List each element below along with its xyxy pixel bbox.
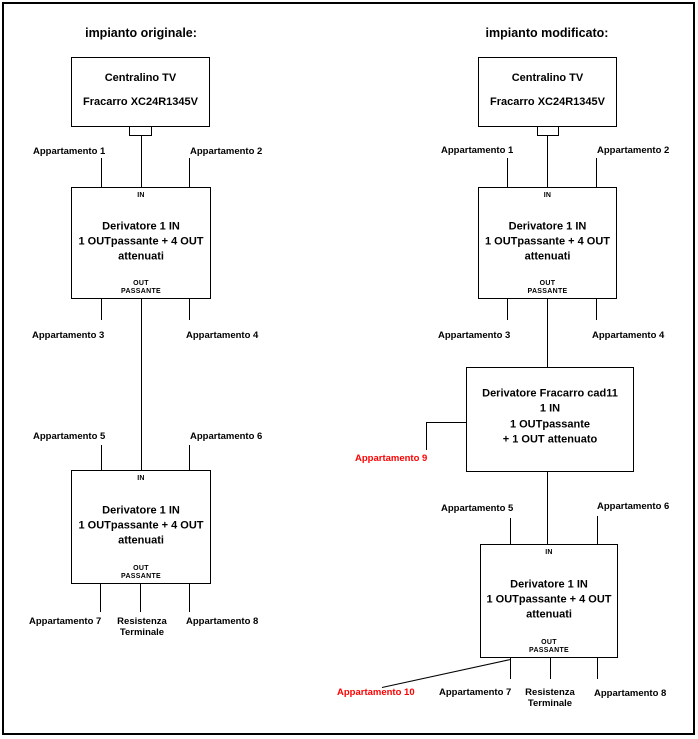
wire-resistenza xyxy=(550,658,552,679)
wire-app6 xyxy=(597,516,599,544)
centralino-model: Fracarro XC24R1345V xyxy=(490,96,605,108)
passante-port-label: PASSANTE xyxy=(121,287,161,295)
derivatore-line2: 1 OUTpassante + 4 OUT xyxy=(486,593,612,606)
derivatore-line1: Derivatore 1 IN xyxy=(102,504,180,517)
wire-app4 xyxy=(596,299,598,320)
centralino-name: Centralino TV xyxy=(104,72,177,84)
modified-apartment-6-label: Appartamento 6 xyxy=(597,501,670,512)
wire-app4 xyxy=(189,299,191,320)
modified-apartment-3-label: Appartamento 3 xyxy=(438,330,511,341)
modified-derivatore-2-box: IN Derivatore 1 IN 1 OUTpassante + 4 OUT… xyxy=(480,544,618,658)
original-terminal-resistor-label: Resistenza Terminale xyxy=(117,616,167,638)
wire-cad11-to-derivatore-2 xyxy=(547,471,549,544)
cad11-line1: Derivatore Fracarro cad11 xyxy=(482,387,618,400)
wire-app5 xyxy=(101,445,103,470)
added-apartment-10-label: Appartamento 10 xyxy=(337,687,415,698)
wire-app8 xyxy=(189,584,191,612)
derivatore-line2: 1 OUTpassante + 4 OUT xyxy=(484,235,610,248)
in-port-label: IN xyxy=(137,192,145,199)
cad11-line3: 1 OUTpassante xyxy=(509,418,591,431)
modified-terminal-resistor-label: Resistenza Terminale xyxy=(525,687,575,709)
centralino-model: Fracarro XC24R1345V xyxy=(83,96,198,108)
wire-app7 xyxy=(510,658,512,679)
modified-centralino-box: Centralino TV Fracarro XC24R1345V xyxy=(478,57,617,127)
derivatore-line2: 1 OUTpassante + 4 OUT xyxy=(78,235,204,248)
wire-centralino-to-derivatore xyxy=(547,136,549,187)
wire-app2 xyxy=(189,158,191,187)
passante-port-label: PASSANTE xyxy=(529,646,569,654)
original-derivatore-1-box: IN Derivatore 1 IN 1 OUTpassante + 4 OUT… xyxy=(71,187,211,299)
wire-app9-vertical xyxy=(426,422,428,450)
modified-apartment-5-label: Appartamento 5 xyxy=(441,503,514,514)
derivatore-line3: attenuati xyxy=(524,250,571,263)
wire-app2 xyxy=(596,158,598,187)
cad11-line4: + 1 OUT attenuato xyxy=(502,433,598,446)
modified-apartment-1-label: Appartamento 1 xyxy=(441,145,514,156)
derivatore-line3: attenuati xyxy=(526,608,572,621)
wire-app5 xyxy=(510,518,512,544)
modified-title: impianto modificato: xyxy=(485,26,609,40)
passante-port-label: PASSANTE xyxy=(121,572,161,580)
wire-app7 xyxy=(100,584,102,612)
original-centralino-box: Centralino TV Fracarro XC24R1345V xyxy=(71,57,210,127)
wire-app8 xyxy=(597,658,599,679)
modified-apartment-2-label: Appartamento 2 xyxy=(597,145,670,156)
wire-app1 xyxy=(101,158,103,187)
original-apartment-8-label: Appartamento 8 xyxy=(186,616,259,627)
wire-passante-to-cad11 xyxy=(547,299,549,367)
original-apartment-2-label: Appartamento 2 xyxy=(190,146,263,157)
in-port-label: IN xyxy=(545,549,553,556)
derivatore-line3: attenuati xyxy=(118,250,164,263)
in-port-label: IN xyxy=(543,192,552,199)
original-apartment-6-label: Appartamento 6 xyxy=(190,431,263,442)
original-apartment-5-label: Appartamento 5 xyxy=(33,431,106,442)
modified-apartment-7-label: Appartamento 7 xyxy=(439,687,512,698)
wire-resistenza xyxy=(140,584,142,612)
out-port-label: OUT xyxy=(539,280,556,287)
in-port-label: IN xyxy=(137,475,145,482)
centralino-name: Centralino TV xyxy=(511,72,584,84)
wire-passante-to-derivatore-2 xyxy=(141,299,143,470)
original-apartment-3-label: Appartamento 3 xyxy=(32,330,105,341)
derivatore-line1: Derivatore 1 IN xyxy=(508,220,587,233)
derivatore-line3: attenuati xyxy=(118,534,164,547)
modified-apartment-8-label: Appartamento 8 xyxy=(594,688,667,699)
derivatore-line1: Derivatore 1 IN xyxy=(102,220,180,233)
wire-app3 xyxy=(101,299,103,320)
modified-derivatore-1-box: IN Derivatore 1 IN 1 OUTpassante + 4 OUT… xyxy=(478,187,617,299)
out-port-label: OUT xyxy=(133,280,149,287)
out-port-label: OUT xyxy=(133,565,149,572)
wire-app6 xyxy=(189,445,191,470)
original-apartment-7-label: Appartamento 7 xyxy=(29,616,102,627)
wire-centralino-to-derivatore xyxy=(141,136,143,187)
cad11-line2: 1 IN xyxy=(539,402,561,415)
wire-app1 xyxy=(507,158,509,187)
original-apartment-1-label: Appartamento 1 xyxy=(33,146,106,157)
out-port-label: OUT xyxy=(541,639,557,646)
derivatore-line1: Derivatore 1 IN xyxy=(510,578,588,591)
passante-port-label: PASSANTE xyxy=(527,287,568,295)
modified-apartment-4-label: Appartamento 4 xyxy=(592,330,665,341)
centralino-output-connector xyxy=(129,126,152,136)
centralino-output-connector xyxy=(537,126,559,136)
original-apartment-4-label: Appartamento 4 xyxy=(186,330,259,341)
derivatore-line2: 1 OUTpassante + 4 OUT xyxy=(78,519,204,532)
cad11-derivatore-box: Derivatore Fracarro cad11 1 IN 1 OUTpass… xyxy=(466,367,634,472)
original-derivatore-2-box: IN Derivatore 1 IN 1 OUTpassante + 4 OUT… xyxy=(71,470,211,584)
wire-app9-horizontal xyxy=(426,422,466,424)
added-apartment-9-label: Appartamento 9 xyxy=(355,453,428,464)
original-title: impianto originale: xyxy=(85,26,197,40)
wire-app3 xyxy=(507,299,509,320)
